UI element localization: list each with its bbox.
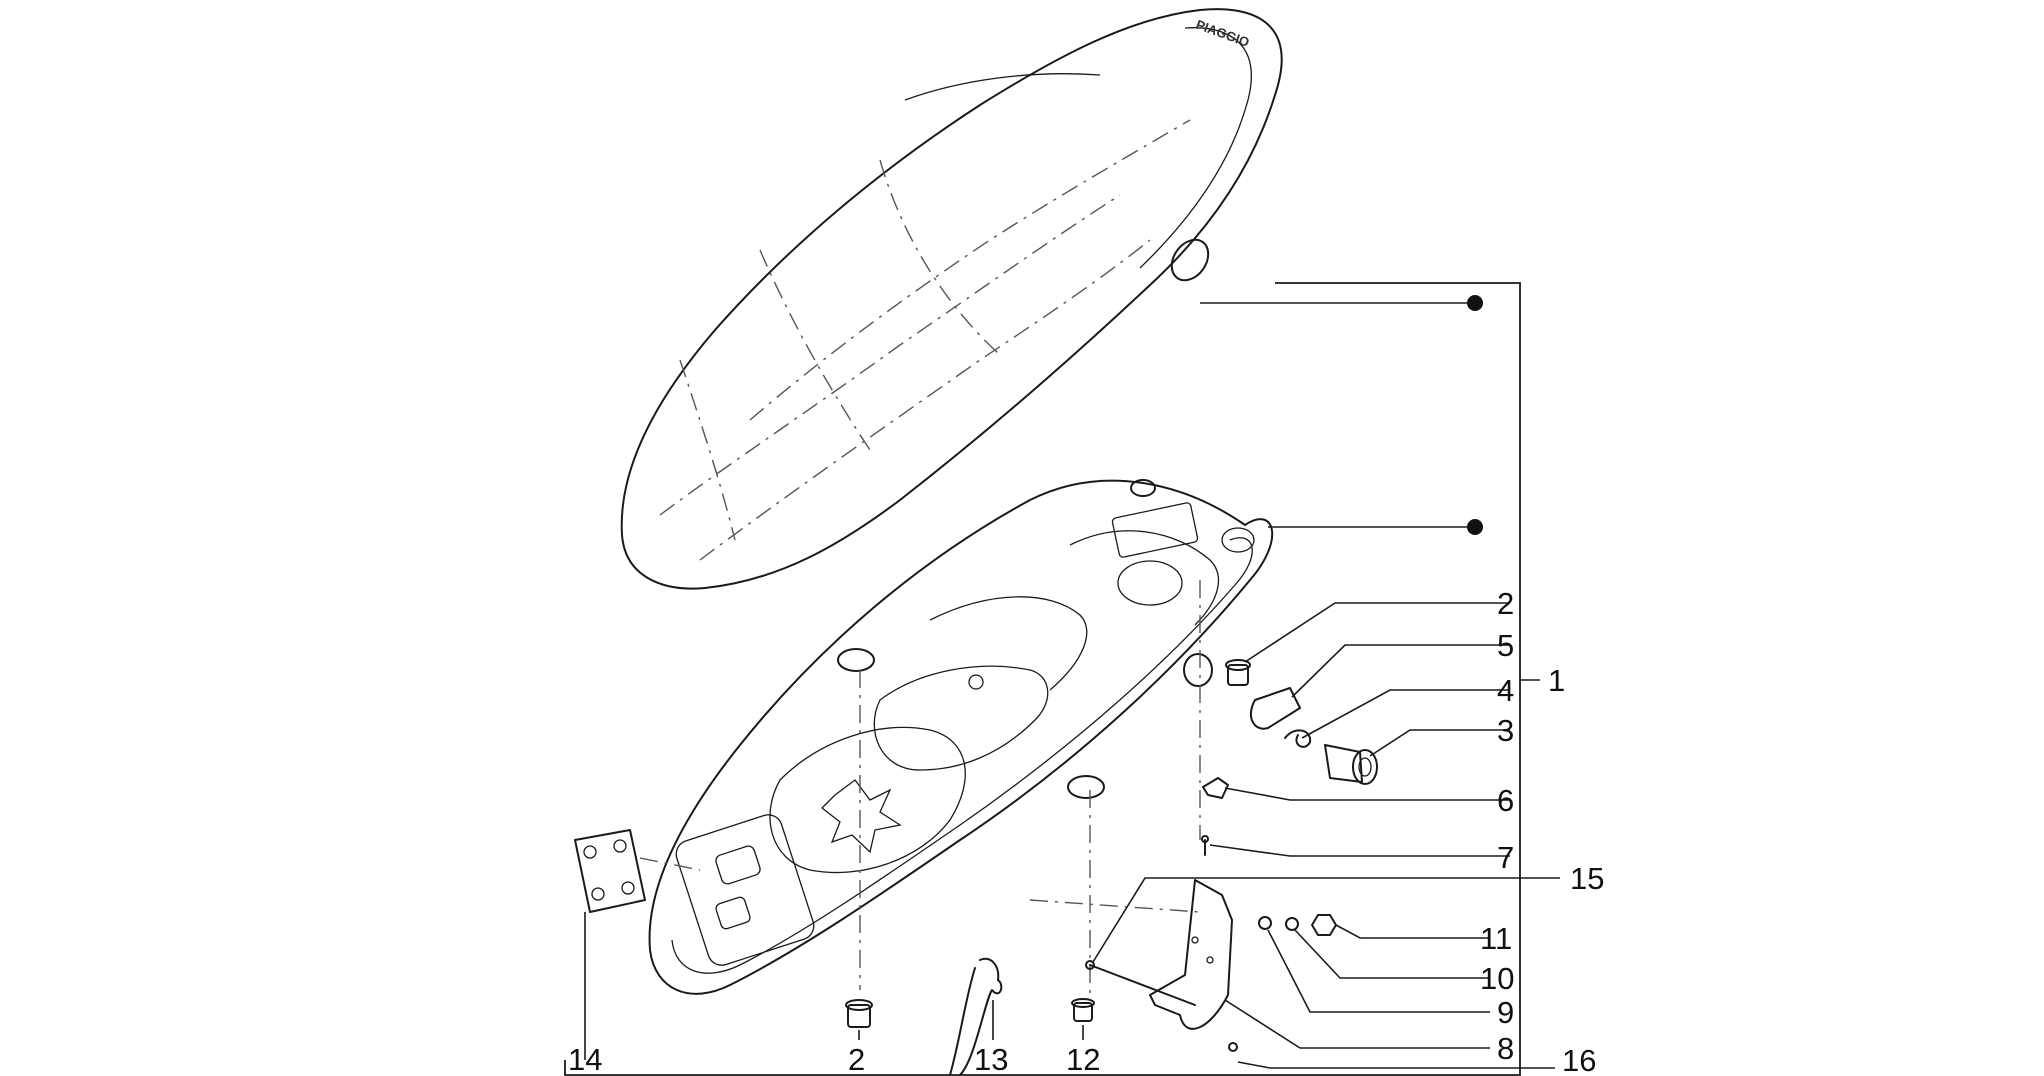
lock-cover — [1249, 687, 1301, 730]
bumper-lower-small — [1071, 998, 1095, 1022]
washers-and-nut — [1258, 914, 1337, 936]
screw — [1201, 835, 1209, 856]
hook-bracket — [1202, 777, 1229, 799]
callout-3: 3 — [1497, 713, 1514, 748]
callout-16: 16 — [1562, 1043, 1596, 1076]
callout-7: 7 — [1497, 840, 1514, 875]
callout-14: 14 — [568, 1042, 602, 1076]
seat-brand-text: PIAGGIO — [1194, 17, 1251, 50]
license-plate-bracket — [1085, 879, 1238, 1052]
callout-2-upper: 2 — [1497, 586, 1514, 621]
callout-4: 4 — [1497, 673, 1514, 708]
callout-10: 10 — [1480, 961, 1514, 996]
assembly-dot-base — [1467, 519, 1483, 535]
lock-cylinder — [1324, 744, 1378, 785]
bumper-bottom — [845, 999, 873, 1028]
callout-1: 1 — [1548, 663, 1565, 698]
callout-11: 11 — [1480, 921, 1512, 956]
spring-clip — [1284, 729, 1312, 748]
callout-13: 13 — [974, 1042, 1008, 1076]
leader-lines — [564, 282, 1560, 1076]
rubber-pad — [574, 829, 646, 913]
assembly-dot-seat — [1467, 295, 1483, 311]
seat-base — [648, 479, 1274, 995]
callout-6: 6 — [1497, 783, 1514, 818]
callout-9: 9 — [1497, 995, 1514, 1030]
seat-cushion: PIAGGIO — [620, 8, 1283, 590]
callout-labels: 1 2 2 3 4 5 6 7 8 9 10 11 12 13 14 15 16 — [568, 586, 1604, 1076]
bumper-right — [1225, 659, 1251, 686]
callout-8: 8 — [1497, 1031, 1514, 1066]
callout-5: 5 — [1497, 628, 1514, 663]
callout-15: 15 — [1570, 861, 1604, 896]
callout-2-lower: 2 — [848, 1042, 865, 1076]
assembly-lines — [639, 580, 1201, 1000]
callout-12: 12 — [1066, 1042, 1100, 1076]
seat-lock-cable — [949, 957, 1003, 1076]
